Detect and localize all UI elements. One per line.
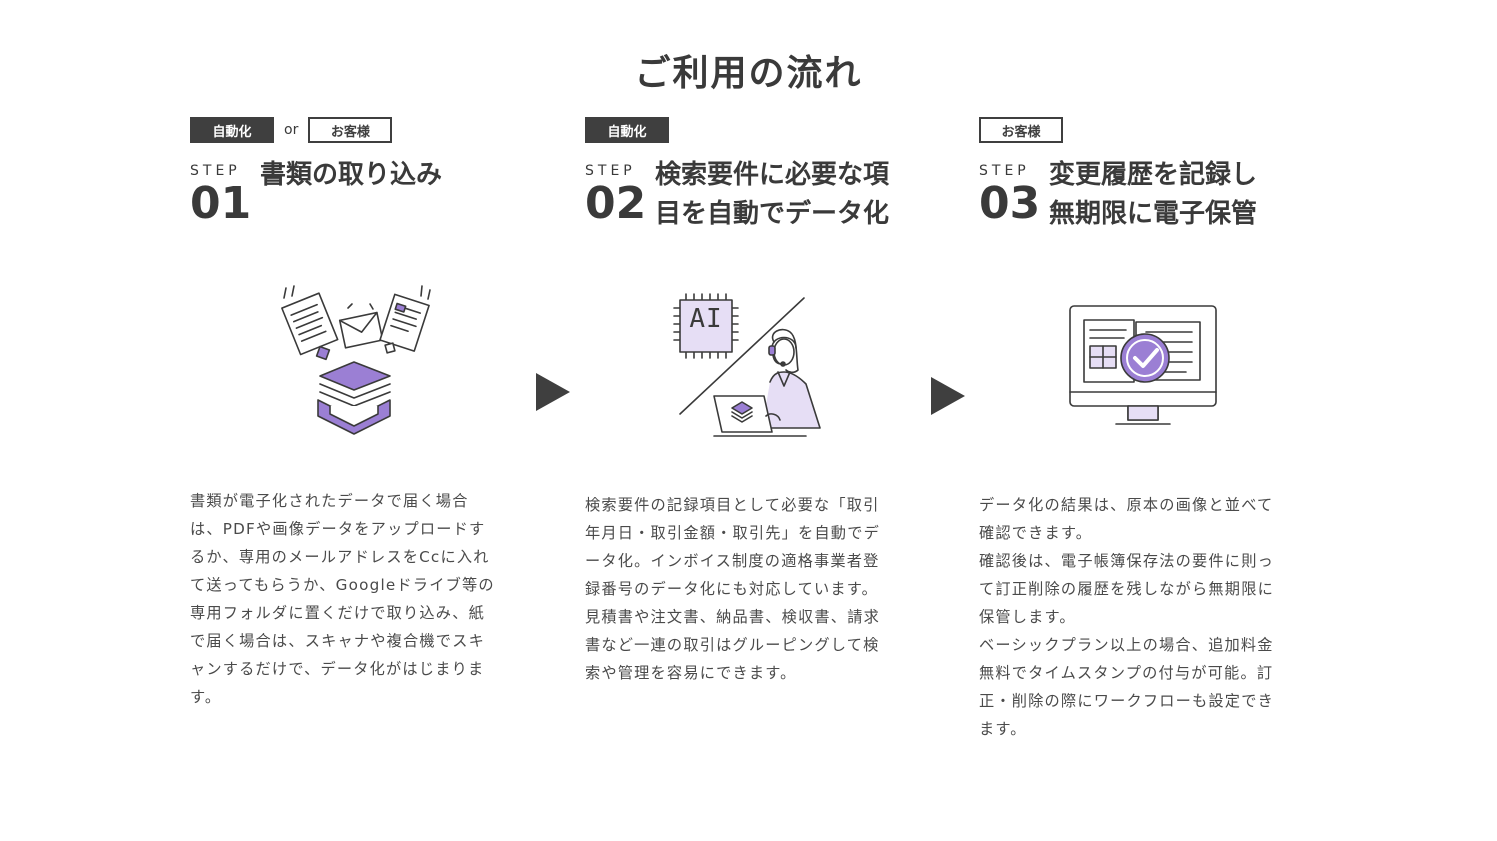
step-02-description: 検索要件の記録項目として必要な「取引 年月日・取引金額・取引先」を自動でデ ータ…	[585, 496, 880, 682]
step-02: 自動化 STEP 02 検索要件に必要な項 目を自動でデータ化	[585, 117, 925, 234]
step-01-tags: 自動化 or お客様	[190, 117, 530, 143]
step-label: STEP 01	[190, 163, 260, 227]
document-intake-icon	[272, 284, 442, 444]
step-02-tags: 自動化	[585, 117, 925, 143]
step-number: 01	[190, 178, 252, 229]
step-title: 検索要件に必要な項 目を自動でデータ化	[655, 160, 890, 229]
step-label: STEP 02	[585, 163, 655, 234]
next-arrow-icon	[536, 373, 572, 415]
step-03-heading: STEP 03 変更履歴を記録し 無期限に電子保管	[979, 160, 1319, 234]
tag-automation: 自動化	[585, 117, 669, 143]
step-01-heading: STEP 01 書類の取り込み	[190, 160, 530, 227]
next-arrow-icon	[931, 377, 967, 419]
tag-customer: お客様	[308, 117, 393, 143]
step-03-tags: お客様	[979, 117, 1319, 143]
step-number: 03	[979, 178, 1041, 229]
ai-operator-icon: AI	[670, 288, 835, 443]
tag-customer: お客様	[979, 117, 1063, 143]
page-title: ご利用の流れ	[634, 53, 863, 94]
step-number: 02	[585, 178, 647, 229]
step-label: STEP 03	[979, 163, 1049, 234]
step-word: STEP	[585, 163, 636, 179]
step-02-heading: STEP 02 検索要件に必要な項 目を自動でデータ化	[585, 160, 925, 234]
step-word: STEP	[190, 163, 241, 179]
step-word: STEP	[979, 163, 1030, 179]
ai-chip-label: AI	[689, 304, 723, 334]
monitor-check-icon	[1066, 300, 1224, 432]
step-title: 変更履歴を記録し 無期限に電子保管	[1049, 160, 1258, 229]
step-title: 書類の取り込み	[260, 160, 443, 190]
step-03: お客様 STEP 03 変更履歴を記録し 無期限に電子保管	[979, 117, 1319, 234]
step-01-description: 書類が電子化されたデータで届く場合 は、PDFや画像データをアップロードす るか…	[190, 492, 495, 706]
tag-automation: 自動化	[190, 117, 274, 143]
tag-connector: or	[284, 122, 299, 138]
step-01: 自動化 or お客様 STEP 01 書類の取り込み	[190, 117, 530, 227]
step-03-description: データ化の結果は、原本の画像と並べて 確認できます。 確認後は、電子帳簿保存法の…	[979, 496, 1274, 738]
